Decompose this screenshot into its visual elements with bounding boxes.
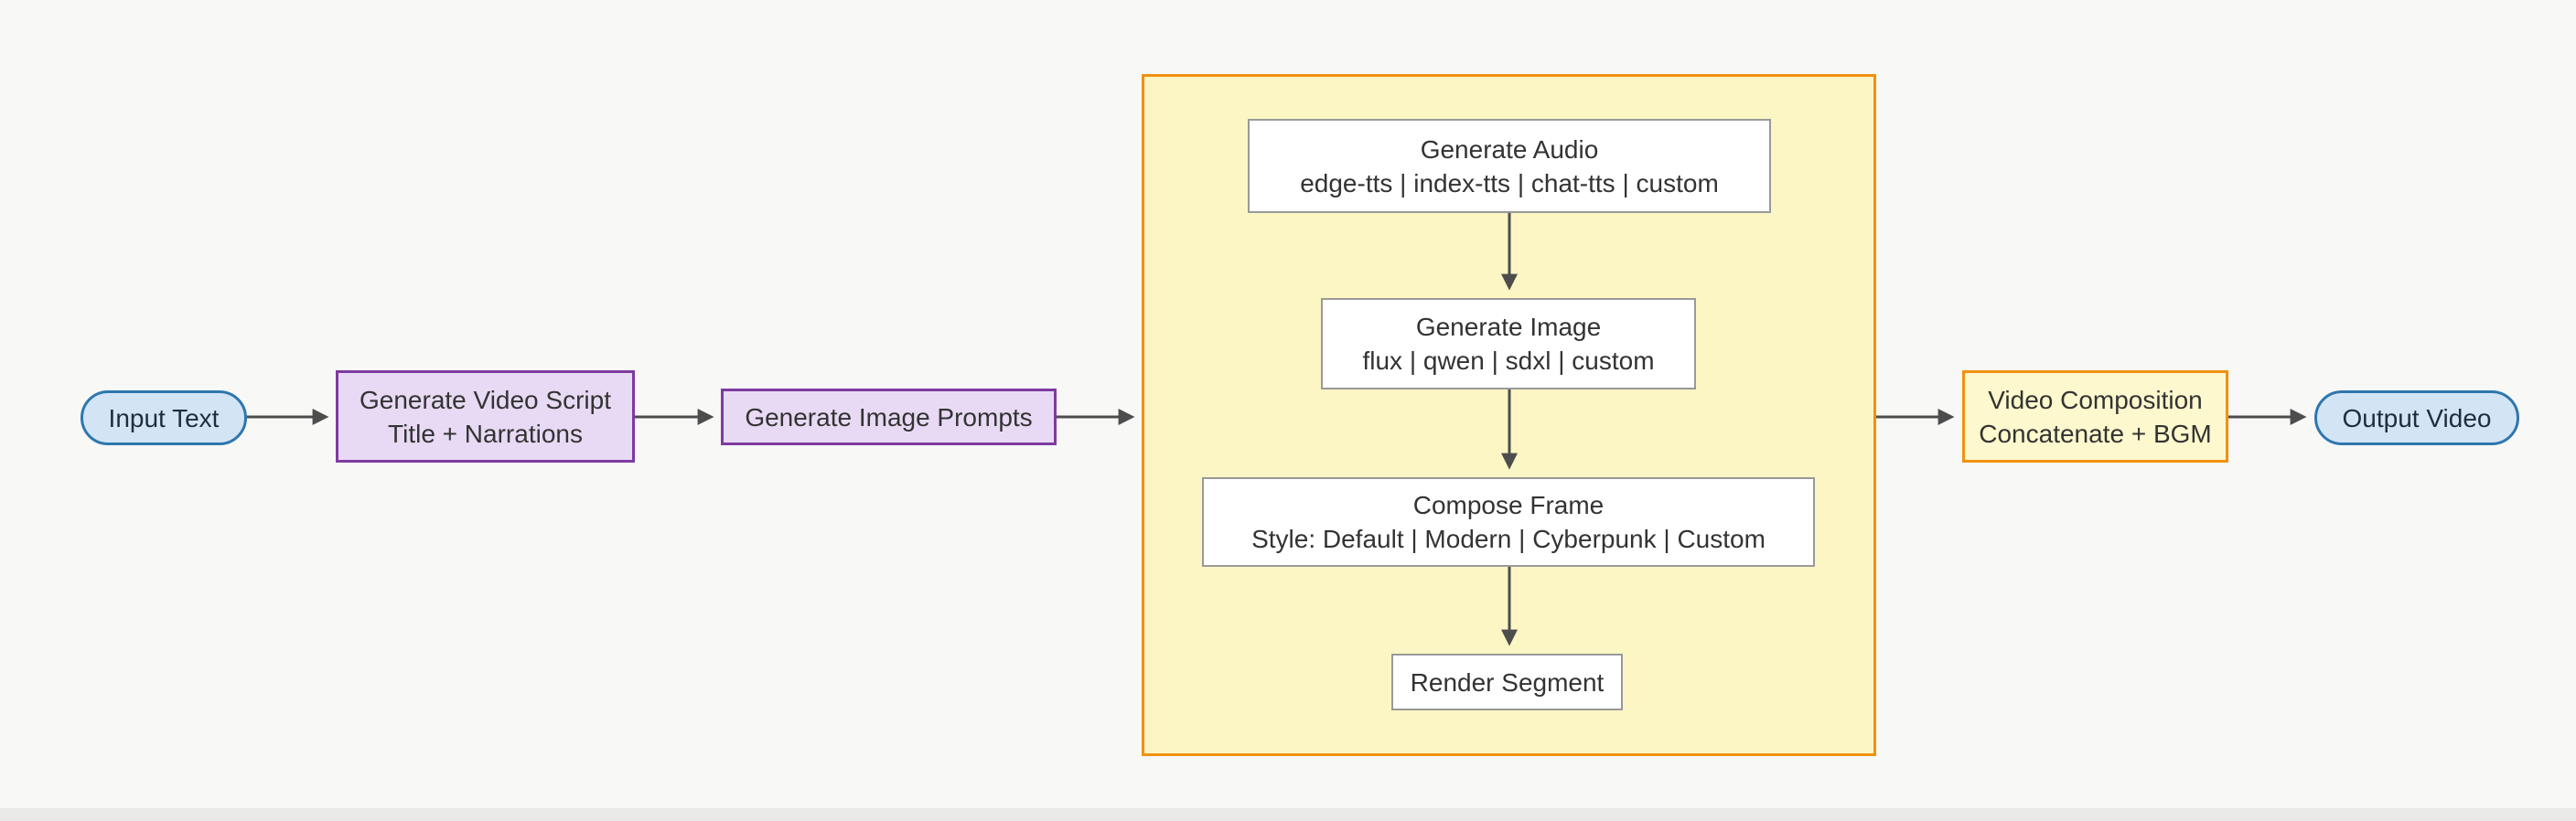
node-generate-audio-line1: Generate Audio — [1420, 134, 1599, 164]
node-generate-image-line1: Generate Image — [1415, 313, 1602, 341]
node-generate-image-prompts: Generate Image Prompts — [721, 389, 1057, 445]
node-generate-image-line2: flux | qwen | sdxl | custom — [1362, 347, 1655, 375]
node-output-video-label: Output Video — [2342, 403, 2492, 432]
node-generate-video-script: Generate Video Script Title + Narrations — [336, 370, 635, 463]
node-render-segment-label: Render Segment — [1410, 667, 1605, 697]
node-input-text: Input Text — [80, 390, 247, 445]
node-generate-audio: Generate Audio edge-tts | index-tts | ch… — [1248, 119, 1771, 213]
node-input-text-label: Input Text — [108, 403, 220, 432]
node-render-segment: Render Segment — [1391, 654, 1623, 710]
page-bottom-edge — [0, 808, 2576, 821]
node-generate-image-prompts-label: Generate Image Prompts — [745, 402, 1033, 432]
node-generate-image: Generate Image flux | qwen | sdxl | cust… — [1321, 298, 1696, 389]
node-video-composition-line1: Video Composition — [1988, 385, 2203, 414]
node-generate-video-script-line2: Title + Narrations — [388, 419, 583, 448]
node-video-composition: Video Composition Concatenate + BGM — [1962, 370, 2228, 463]
node-generate-video-script-line1: Generate Video Script — [360, 385, 611, 414]
node-output-video: Output Video — [2314, 390, 2519, 445]
node-compose-frame-line1: Compose Frame — [1412, 491, 1605, 519]
node-compose-frame: Compose Frame Style: Default | Modern | … — [1202, 477, 1815, 567]
node-generate-audio-line2: edge-tts | index-tts | chat-tts | custom — [1300, 168, 1719, 197]
node-video-composition-line2: Concatenate + BGM — [1979, 419, 2212, 448]
node-compose-frame-line2: Style: Default | Modern | Cyberpunk | Cu… — [1251, 525, 1766, 553]
